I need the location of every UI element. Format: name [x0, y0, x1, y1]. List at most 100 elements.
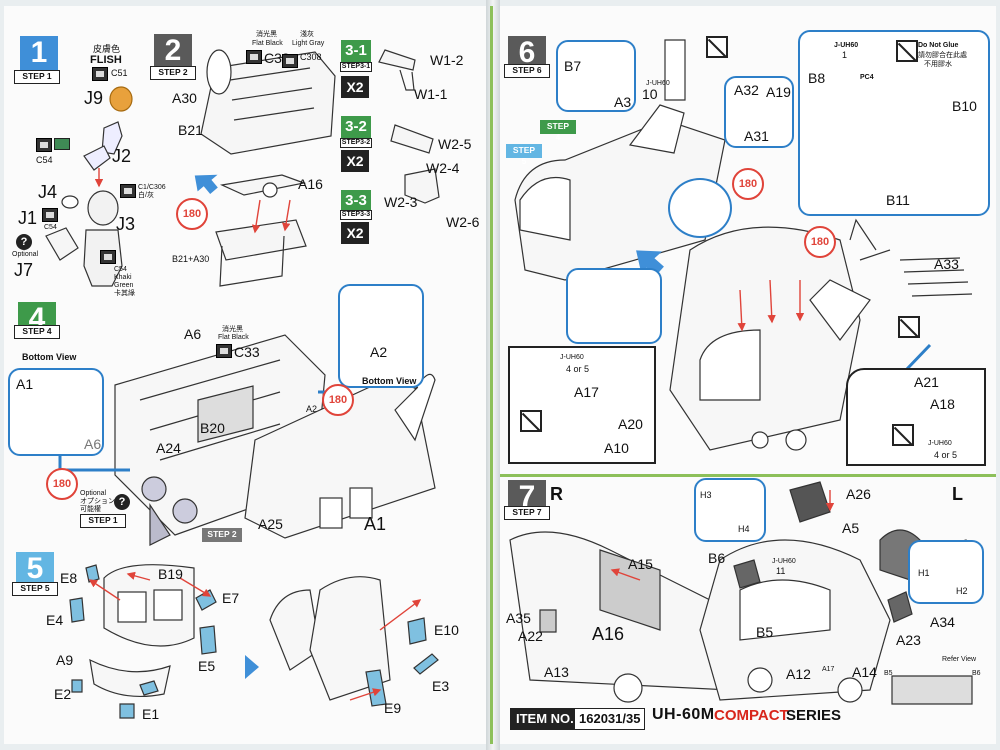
paint-bottle-icon	[92, 67, 108, 81]
ref-11: 11	[776, 566, 786, 576]
paint-bottle-icon	[42, 208, 58, 222]
rotate-180-icon: 180	[732, 168, 764, 200]
paint-khaki-cn: 卡其綠	[114, 290, 135, 297]
part-a1-inset: A1	[16, 376, 34, 392]
part-a22: A22	[518, 628, 543, 644]
part-a24: A24	[156, 440, 181, 456]
part-a32: A32	[734, 82, 759, 98]
ref-j-uh60-7: J-UH60	[772, 558, 796, 565]
part-a30: A30	[172, 90, 197, 106]
part-a2: A2	[306, 404, 318, 414]
part-b21: B21	[178, 122, 203, 138]
step-3-2-number: 3-2	[341, 116, 371, 138]
part-a35: A35	[506, 610, 531, 626]
part-a17-7: A17	[822, 666, 835, 673]
part-w1-2: W1-2	[430, 52, 464, 68]
paint-black-en: Flat Black	[252, 40, 283, 47]
model-name: UH-60M	[652, 706, 715, 723]
step-6-label: STEP 6	[504, 64, 550, 78]
part-j2: J2	[112, 146, 132, 166]
part-a16: A16	[298, 176, 323, 192]
part-b21-a30: B21+A30	[172, 254, 210, 264]
part-b19: B19	[158, 566, 183, 582]
ref-j-uh60-1: J-UH60	[834, 42, 859, 49]
part-h2: H2	[956, 586, 968, 596]
part-b5: B5	[756, 624, 774, 640]
step-3-2-label: STEP3-2	[340, 138, 372, 148]
part-b20: B20	[200, 420, 225, 436]
no-glue-cn-2: 不用膠水	[924, 61, 952, 68]
part-a17: A17	[574, 384, 599, 400]
item-no: 162031/35	[574, 708, 646, 730]
cabin-roof-callout	[566, 268, 662, 344]
part-a1: A1	[364, 514, 387, 534]
paint-flesh-cn: 皮膚色	[93, 44, 121, 54]
paint-bottle-icon	[216, 344, 232, 358]
optional-jp-label: オプション	[80, 498, 115, 505]
part-h4: H4	[738, 524, 750, 534]
rotate-180-icon: 180	[804, 226, 836, 258]
ref-step-5-label: STEP 5	[506, 144, 542, 166]
vertical-separator	[490, 6, 493, 744]
part-a31: A31	[744, 128, 769, 144]
tail-wheel-detail-box	[846, 368, 986, 466]
no-glue-cn-1: 請勿膠合在此處	[918, 52, 967, 59]
wheel-ref-right-val: 4 or 5	[934, 450, 958, 460]
paint-bottle-icon	[100, 250, 116, 264]
paint-bottle-icon	[120, 184, 136, 198]
part-b10: B10	[952, 98, 977, 114]
paint-white-code: C1/C306	[138, 184, 166, 191]
part-h1: H1	[918, 568, 930, 578]
part-j4: J4	[38, 182, 58, 202]
part-e8: E8	[60, 570, 78, 586]
optional-help-icon: ?	[114, 494, 130, 510]
wheel-ref-right: J-UH60	[928, 440, 952, 447]
step-3-3-number: 3-3	[341, 190, 371, 212]
window-detail-left-callout	[908, 540, 984, 604]
bottom-view-callout	[8, 368, 104, 456]
step-2-label: STEP 2	[150, 66, 196, 80]
window-detail-right-callout	[694, 478, 766, 542]
optional-label: Optional	[12, 251, 39, 258]
wheel-ref-left-val: 4 or 5	[566, 364, 590, 374]
rotor-head-callout	[556, 40, 636, 112]
step-3-1-label: STEP3-1	[340, 62, 372, 72]
part-a3: A3	[614, 94, 632, 110]
part-a14: A14	[852, 664, 877, 680]
step-1-number: 1	[20, 36, 58, 70]
paint-black-en: Flat Black	[218, 334, 249, 341]
pc4-callout	[798, 30, 990, 216]
paint-black-cn: 消光黑	[256, 31, 277, 38]
bottom-view-2-callout	[338, 284, 424, 388]
refer-view-label: Refer View	[942, 656, 977, 663]
part-a21: A21	[914, 374, 939, 390]
paint-bottle-icon	[282, 54, 298, 68]
step-3-3-multiplier: X2	[341, 222, 369, 244]
ref-1: 1	[842, 50, 848, 60]
ref-step-2-label: STEP 2	[202, 528, 242, 542]
paint-white-cn: 白/灰	[138, 192, 154, 199]
part-a5: A5	[842, 520, 860, 536]
step-3-1-multiplier: X2	[341, 76, 369, 98]
paint-khaki-code: C54	[114, 266, 127, 273]
step-3-2-multiplier: X2	[341, 150, 369, 172]
refer-b5: B5	[884, 670, 893, 677]
part-w2-3: W2-3	[384, 194, 418, 210]
side-r-label: R	[550, 484, 563, 504]
wheel-ref-left: J-UH60	[560, 354, 584, 361]
no-cement-icon	[520, 410, 542, 432]
optional-help-icon: ?	[16, 234, 32, 250]
step-5-label: STEP 5	[12, 582, 58, 596]
part-a18: A18	[930, 396, 955, 412]
item-no-label: ITEM NO.	[510, 708, 580, 730]
part-b6: B6	[708, 550, 726, 566]
part-w2-6: W2-6	[446, 214, 480, 230]
rotate-180-icon: 180	[46, 468, 78, 500]
paint-c54-label: C54	[36, 155, 53, 165]
part-w1-1: W1-1	[414, 86, 448, 102]
step-3-1-number: 3-1	[341, 40, 371, 62]
part-a9: A9	[56, 652, 74, 668]
step-5-number: 5	[16, 552, 54, 586]
step-4-label: STEP 4	[14, 325, 60, 339]
